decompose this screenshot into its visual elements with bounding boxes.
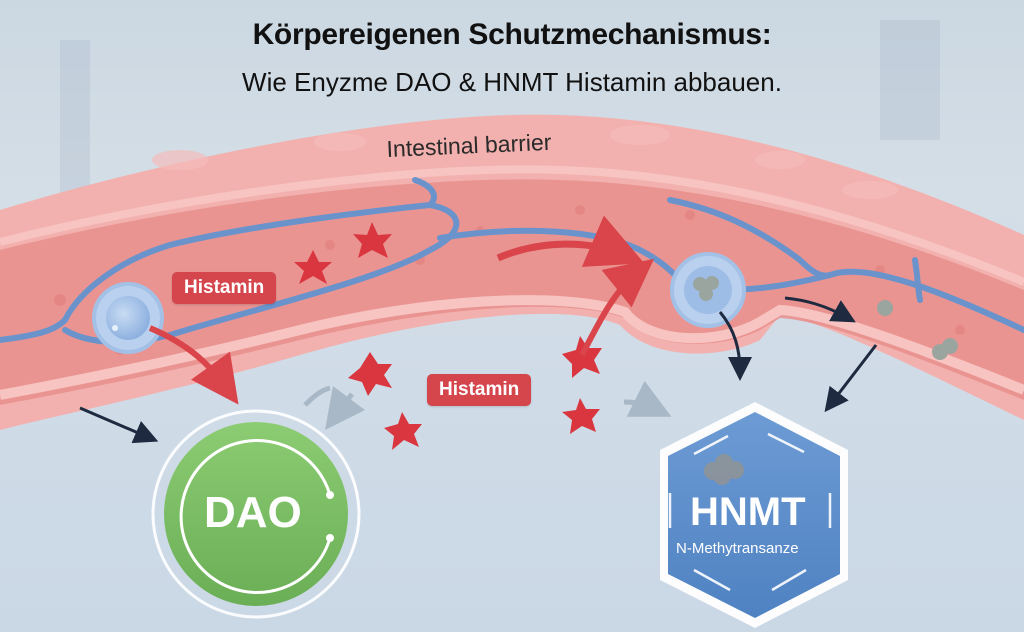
immune-cell-left [92,282,164,354]
hnmt-label: HNMT [690,490,806,534]
histamine-label-upper: Histamin [172,272,277,304]
page-subtitle: Wie Enyzme DAO & HNMT Histamin abbauen. [242,67,782,97]
page-title: Körpereigenen Schutzmechanismus: [252,18,772,51]
histamine-flow-arrow [496,215,645,267]
hnmt-sublabel: N-Methytransanze [676,540,799,557]
immune-cell-right [670,252,746,328]
histamine-label-lower: Histamin [427,374,532,406]
histamine-granules [877,300,958,360]
histamine-to-dao-arrow [148,325,239,405]
dao-enzyme [151,409,361,619]
hnmt-enzyme [660,402,848,628]
dao-label: DAO [204,488,302,537]
histamine-uptake-arrow [579,258,655,357]
histamine-molecules [294,222,602,450]
